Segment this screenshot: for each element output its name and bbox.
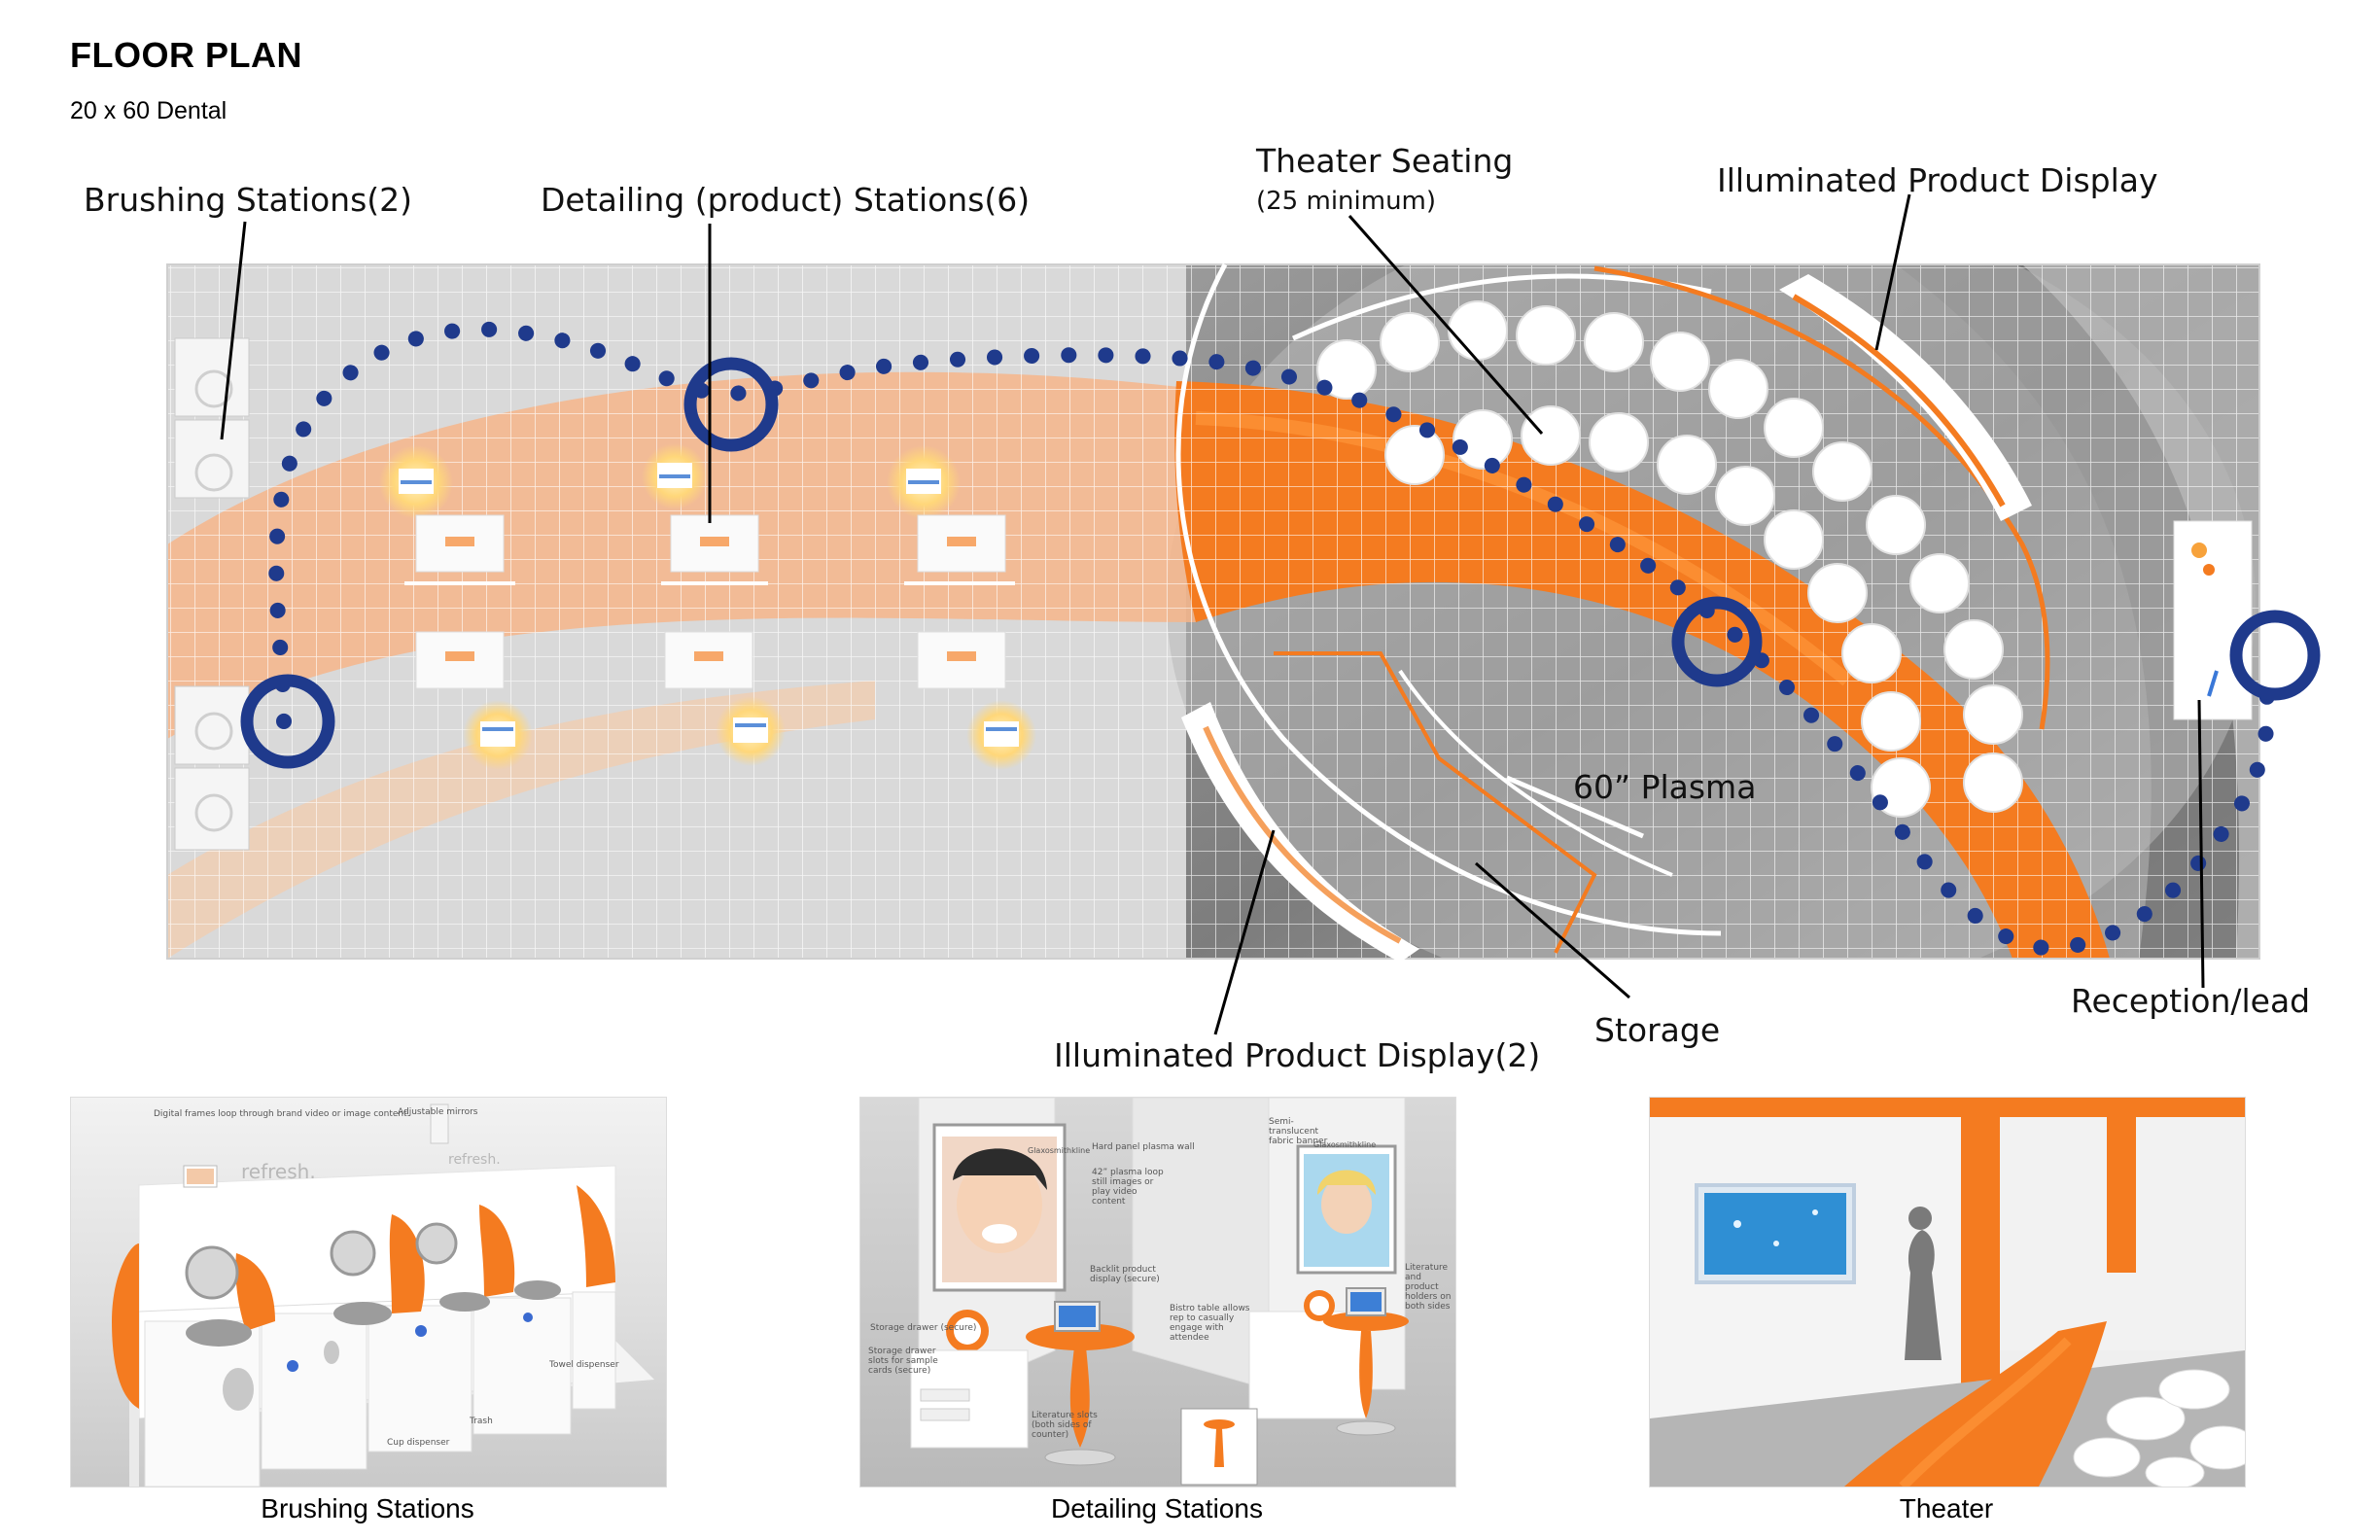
label-hard-panel: Hard panel plasma wall [1092, 1142, 1195, 1152]
reception-desk [2173, 520, 2253, 720]
callout-theater-seating-note: (25 minimum) [1256, 187, 1437, 216]
theater-rendering [1649, 1097, 2246, 1488]
callout-reception: Reception/lead [2071, 982, 2311, 1020]
caption-brushing-stations: Brushing Stations [261, 1493, 474, 1523]
caption-theater: Theater [1899, 1493, 1994, 1523]
label-semi-translucent: Semi-translucent fabric banner [1269, 1117, 1328, 1146]
label-storage-drawer: Storage drawer (secure) [870, 1323, 977, 1333]
callout-theater-seating: Theater Seating [1256, 142, 1514, 180]
page-subtitle: 20 x 60 Dental [70, 97, 228, 124]
callout-storage: Storage [1594, 1011, 1721, 1049]
label-storage-shelf: Storage drawer slots for sample cards (s… [868, 1347, 938, 1376]
path-ring [2229, 610, 2321, 701]
brushing-stations [174, 337, 250, 851]
label-trash: Trash [470, 1417, 493, 1426]
detailing-stations-rendering: Glaxosmithkline Glaxosmithkline Hard pan… [859, 1097, 1456, 1488]
label-brand-2: Glaxosmithkline [1313, 1140, 1377, 1149]
path-ring [1671, 596, 1763, 687]
theater-seats [1316, 300, 2023, 818]
caption-detailing-stations: Detailing Stations [1051, 1493, 1263, 1523]
label-brand-1: Glaxosmithkline [1028, 1146, 1091, 1155]
callout-illuminated-display-top: Illuminated Product Display [1717, 161, 2158, 199]
label-plasma-42: 42” plasma loop still images or play vid… [1092, 1168, 1164, 1207]
path-ring [683, 357, 779, 452]
callout-detailing-stations: Detailing (product) Stations(6) [541, 181, 1031, 219]
page-title: FLOOR PLAN [70, 35, 302, 75]
label-bistro-table: Bistro table allows rep to casually enga… [1170, 1304, 1250, 1343]
callout-plasma: 60” Plasma [1573, 768, 1757, 806]
label-digital-frames: Digital frames loop through brand video … [154, 1109, 410, 1119]
label-literature-slots: Literature slots (both sides of counter) [1032, 1411, 1098, 1440]
label-backlit-display: Backlit product display (secure) [1090, 1265, 1160, 1284]
callout-brushing-stations: Brushing Stations(2) [84, 181, 413, 219]
brushing-stations-rendering: Digital frames loop through brand video … [70, 1097, 667, 1488]
leader-lines [220, 193, 2205, 1035]
path-ring [240, 674, 335, 769]
label-towel-dispenser: Towel dispenser [549, 1360, 619, 1370]
label-adjustable-mirrors: Adjustable mirrors [398, 1107, 478, 1117]
illuminated-display-bottom [1181, 702, 1419, 962]
label-refresh-1: refresh. [241, 1160, 316, 1183]
callout-illuminated-display-bottom: Illuminated Product Display(2) [1054, 1036, 1541, 1074]
label-literature-holders: Literature and product holders on both s… [1405, 1263, 1452, 1312]
label-cup-dispenser: Cup dispenser [387, 1438, 450, 1448]
illuminated-display-top [1779, 274, 2032, 521]
label-refresh-2: refresh. [448, 1152, 501, 1168]
detailing-stations [379, 443, 1036, 770]
